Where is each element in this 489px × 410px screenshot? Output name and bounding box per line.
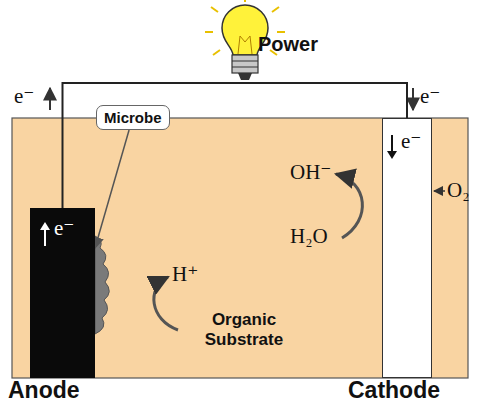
bulb-base	[232, 55, 258, 73]
oxygen-arrow	[434, 190, 445, 192]
bulb-filament	[238, 36, 252, 54]
electron-label: e⁻	[401, 129, 421, 154]
electron-arrow	[385, 133, 399, 167]
microbe-callout: Microbe	[96, 105, 170, 130]
microbe-layer	[95, 236, 109, 334]
electron-arrow	[38, 220, 52, 254]
reaction-arrow	[336, 174, 362, 238]
anode-label: Anode	[8, 377, 80, 405]
water-label: H₂O	[290, 224, 328, 249]
electron-label: e⁻	[54, 216, 74, 241]
cathode-label: Cathode	[348, 377, 440, 405]
electron-arrow	[49, 88, 51, 110]
cell-body	[12, 118, 468, 378]
hydroxide-label: OH⁻	[290, 160, 331, 185]
bulb-contact	[238, 73, 252, 80]
callout-text: Microbe	[104, 109, 162, 126]
power-label: Power	[258, 32, 318, 56]
electron-label: e⁻	[420, 84, 440, 109]
cathode-electrode: e⁻	[382, 118, 432, 378]
anode-electrode: e⁻	[30, 208, 95, 378]
proton-label: H⁺	[172, 262, 198, 287]
oxygen-label: O₂	[447, 178, 470, 203]
substrate-label: Organic Substrate	[178, 310, 310, 351]
callout-arrow	[95, 130, 129, 248]
circuit-wire	[63, 83, 408, 208]
electron-arrow	[412, 88, 414, 110]
electron-label: e⁻	[14, 84, 34, 109]
